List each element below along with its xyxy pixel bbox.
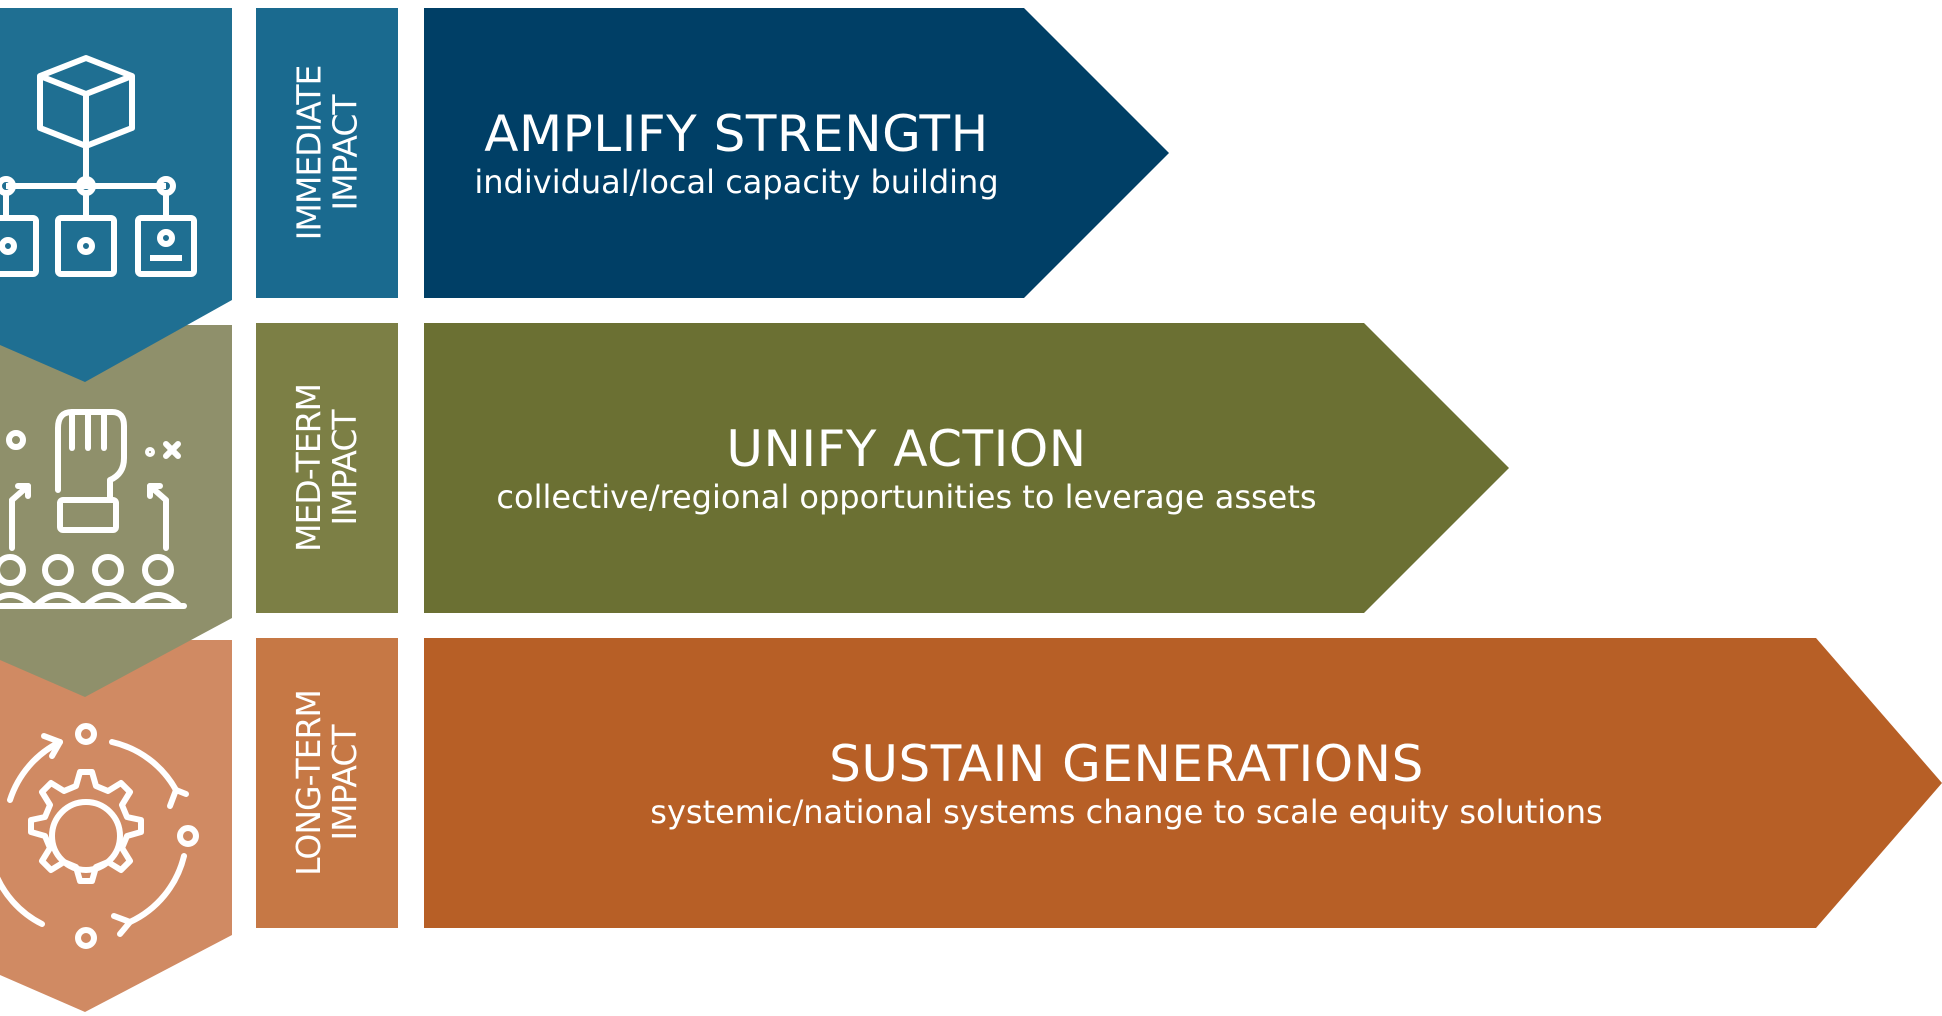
tier-label-line2: IMPACT xyxy=(325,95,365,211)
tier-arrow-immediate: AMPLIFY STRENGTH individual/local capaci… xyxy=(424,8,1169,298)
tier-row-longterm: LONG-TERM IMPACT SUSTAIN GENERATIONS sys… xyxy=(0,638,1942,928)
tier-subtitle: individual/local capacity building xyxy=(474,163,999,201)
tier-label-line1: LONG-TERM xyxy=(289,690,329,876)
arrow-shape xyxy=(424,323,1509,613)
arrow-shape xyxy=(424,638,1942,928)
raised-fist-group-icon xyxy=(0,409,187,609)
tier-title: SUSTAIN GENERATIONS xyxy=(829,735,1424,793)
tier-label-line1: IMMEDIATE xyxy=(289,65,329,241)
tier-subtitle: collective/regional opportunities to lev… xyxy=(496,478,1317,516)
tier-row-medterm: MED-TERM IMPACT UNIFY ACTION collective/… xyxy=(0,323,1942,613)
tier-label-line1: MED-TERM xyxy=(289,383,328,553)
tier-arrow-longterm: SUSTAIN GENERATIONS systemic/national sy… xyxy=(424,638,1942,928)
tier-subtitle: systemic/national systems change to scal… xyxy=(650,793,1603,831)
tier1-icon-panel xyxy=(0,8,232,382)
arrow-shape xyxy=(424,8,1169,298)
tier-label-longterm: LONG-TERM IMPACT xyxy=(256,638,398,928)
tier-title: UNIFY ACTION xyxy=(726,420,1087,478)
gear-cycle-icon xyxy=(0,723,199,949)
tier-arrow-medterm: UNIFY ACTION collective/regional opportu… xyxy=(424,323,1509,613)
tier-row-immediate: IMMEDIATE IMPACT AMPLIFY STRENGTH indivi… xyxy=(0,8,1942,298)
tier-label-immediate: IMMEDIATE IMPACT xyxy=(256,8,398,298)
tier-title: AMPLIFY STRENGTH xyxy=(484,105,989,163)
hierarchy-network-icon xyxy=(0,55,197,277)
tier-label-line2: IMPACT xyxy=(325,725,365,841)
tier-label-line2: IMPACT xyxy=(325,410,364,526)
tier-label-medterm: MED-TERM IMPACT xyxy=(256,323,398,613)
icon-column xyxy=(0,8,232,1012)
